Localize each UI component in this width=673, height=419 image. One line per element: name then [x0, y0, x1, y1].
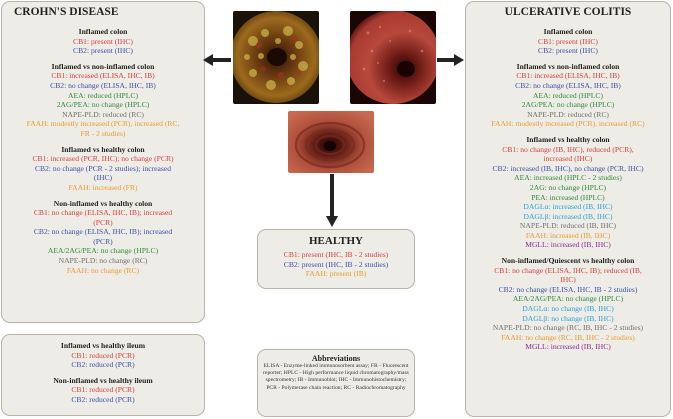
finding-line: 2AG/PEA: no change (HPLC) — [521, 100, 615, 110]
arrow-to-crohns — [203, 54, 231, 66]
finding-line: FAAH: modestly increased (PCR), increase… — [491, 119, 645, 129]
finding-line: CB2: no change (PCR - 2 studies); increa… — [34, 163, 172, 173]
finding-line: NAPE-PLD: no change (RC) — [58, 256, 148, 266]
finding-line: CB1: reduced (PCR) — [71, 350, 135, 360]
finding-line: AEA: reduced (HPLC) — [67, 90, 138, 100]
finding-line: 2AG: no change (HPLC) — [529, 182, 607, 192]
crohns-disease-title: CROHN'S DISEASE — [14, 6, 119, 18]
finding-line: CB1: no change (ELISA, IHC, IB); reduced… — [494, 265, 642, 275]
finding-line: CB2: present (IHC) — [538, 46, 598, 56]
finding-line: (PCR) — [93, 217, 113, 227]
finding-line: CB1: present (IHC) — [73, 36, 133, 46]
finding-line: CB2: reduced (PCR) — [71, 394, 135, 404]
section-heading: Non-inflamed/Quiescent vs healthy colon — [501, 256, 635, 266]
finding-line: NAPE-PLD: reduced (RC) — [62, 109, 144, 119]
finding-line: CB1: no change (ELISA, IHC, IB); increas… — [33, 208, 173, 218]
finding-line: FAAH: increased (IB, IHC) — [525, 230, 611, 240]
finding-line: FAAH: no change (RC) — [66, 265, 140, 275]
section-heading: Inflamed colon — [78, 27, 128, 36]
finding-line: CB1: present (IHC, IB - 2 studies) — [283, 250, 389, 259]
section-heading: Non-inflamed vs healthy ileum — [53, 375, 153, 385]
healthy-title: HEALTHY — [308, 235, 363, 247]
abbreviations-title: Abbreviations — [311, 354, 361, 363]
section-heading: Inflamed vs healthy ileum — [60, 341, 146, 350]
crohns-endoscopy-image — [233, 11, 319, 104]
finding-line: AEA: reduced (HPLC) — [532, 90, 603, 100]
finding-line: CB1: increased (ELISA, IHC, IB) — [516, 71, 620, 81]
finding-line: CB2: no change (ELISA, IHC, IB) — [515, 80, 621, 90]
finding-line: AEA/2AG/PEA: no change (HPLC) — [47, 246, 159, 256]
finding-line: 2AG/PEA: no change (HPLC) — [56, 100, 150, 110]
finding-line: CB1: no change (IB, IHC), reduced (PCR), — [502, 144, 634, 154]
finding-line: CB1: present (IHC) — [538, 36, 598, 46]
finding-line: CB1: reduced (PCR) — [71, 385, 135, 395]
finding-line: FAAH: increased (FR) — [68, 182, 138, 192]
finding-line: CB1: increased (ELISA, IHC, IB) — [51, 71, 155, 81]
finding-line: DAGLα: increased (IB, IHC) — [523, 202, 613, 212]
finding-line: CB2: no change (ELISA, IHC, IB); increas… — [33, 227, 173, 237]
abbreviations-text: ELISA - Enzyme-linked immunosorbent assa… — [263, 363, 409, 391]
finding-line: AEA: increased (HPLC - 2 studies) — [514, 173, 622, 183]
finding-line: PEA: increased (HPLC) — [531, 192, 605, 202]
finding-line: NAPE-PLD: reduced (RC) — [527, 109, 609, 119]
finding-line: FR - 2 studies) — [80, 128, 126, 138]
arrow-to-healthy — [326, 174, 338, 227]
section-heading: Inflamed vs non-inflamed colon — [51, 61, 155, 71]
section-heading: Inflamed vs healthy colon — [526, 134, 610, 144]
finding-line: AEA/2AG/PEA: no change (HPLC) — [512, 294, 624, 304]
arrow-to-ulcerative-colitis — [437, 54, 464, 66]
finding-line: CB2: no change (ELISA, IHC, IB - 2 studi… — [498, 284, 638, 294]
finding-line: (IHC) — [93, 173, 113, 183]
healthy-endoscopy-image — [288, 111, 374, 173]
finding-line: DAGLβ: increased (IB, IHC) — [523, 211, 613, 221]
finding-line: CB1: increased (PCR, IHC); no change (PC… — [32, 154, 174, 164]
finding-line: FAAH: modestly increased (PCR), increase… — [26, 119, 180, 129]
finding-line: CB2: present (IHC, IB - 2 studies) — [283, 259, 389, 269]
finding-line: CB2: no change (ELISA, IHC, IB) — [50, 80, 156, 90]
finding-line: MGLL: increased (IB, IHC) — [525, 342, 611, 352]
finding-line: increased (IHC) — [543, 154, 593, 164]
finding-line: CB2: increased (IB, IHC), no change (PCR… — [492, 163, 644, 173]
finding-line: CB2: reduced (PCR) — [71, 360, 135, 370]
section-heading: Non-inflamed vs healthy colon — [53, 198, 153, 208]
abbreviations-panel: Abbreviations ELISA - Enzyme-linked immu… — [257, 349, 415, 417]
finding-line: DAGLβ: no change (IB, IHC) — [522, 313, 614, 323]
finding-line: NAPE-PLD: reduced (IB, IHC) — [519, 221, 617, 231]
finding-line: CB2: present (IHC) — [73, 46, 133, 56]
healthy-panel: HEALTHY CB1: present (IHC, IB - 2 studie… — [257, 229, 415, 289]
section-heading: Inflamed vs non-inflamed colon — [516, 61, 620, 71]
finding-line: NAPE-PLD: no change (RC, IB, IHC - 2 stu… — [492, 323, 644, 333]
finding-line: (PCR) — [93, 236, 113, 246]
finding-line: FAAH: no change (RC, IB, IHC - 2 studies… — [501, 332, 635, 342]
ulcerative-colitis-title: ULCERATIVE COLITIS — [504, 6, 632, 18]
finding-line: IHC) — [560, 275, 576, 285]
section-heading: Inflamed vs healthy colon — [61, 144, 145, 154]
finding-line: DAGLα: no change (IB, IHC) — [522, 304, 614, 314]
finding-line: MGLL: increased (IB, IHC) — [525, 240, 611, 250]
finding-line: FAAH: present (IB) — [305, 269, 367, 279]
section-heading: Inflamed colon — [543, 27, 593, 36]
ulcerative-colitis-endoscopy-image — [350, 11, 436, 104]
healthy-lines: CB1: present (IHC, IB - 2 studies)CB2: p… — [262, 250, 410, 279]
